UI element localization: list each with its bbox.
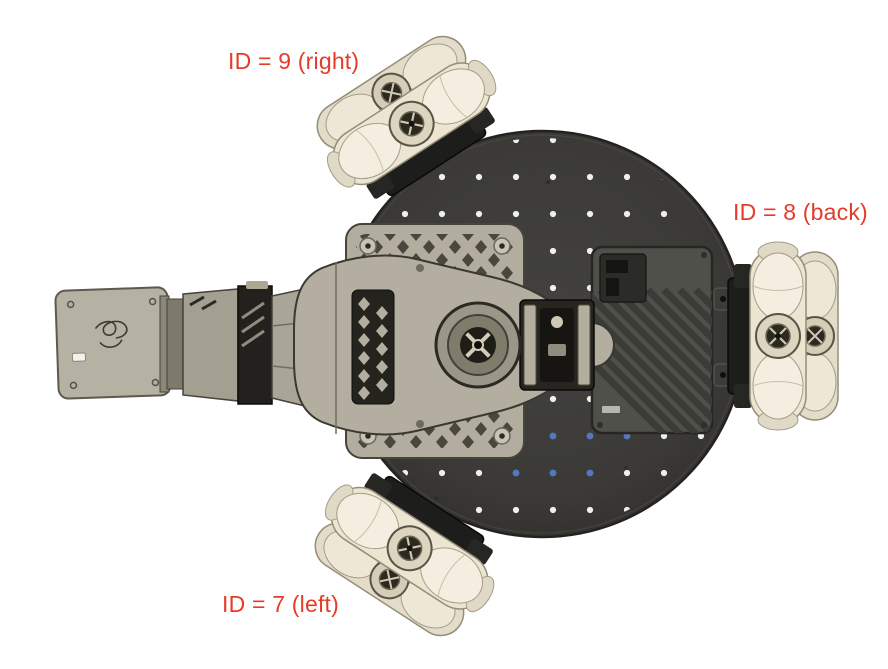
logo-squiggle — [94, 320, 128, 348]
omni-wheel-back-id8 — [726, 240, 840, 432]
gripper-block — [519, 299, 595, 391]
small-sticker — [602, 406, 620, 413]
end-effector-plate — [54, 286, 172, 400]
wrist-joint — [166, 298, 184, 390]
label-wheel-back: ID = 8 (back) — [733, 199, 868, 225]
arm-pivot-joint — [434, 301, 522, 389]
label-wheel-left: ID = 7 (left) — [222, 591, 339, 617]
electronics-box — [590, 245, 714, 435]
arm-rail-diamond-strip — [351, 289, 395, 405]
robot-arm — [54, 254, 615, 436]
label-wheel-right: ID = 9 (right) — [228, 48, 360, 74]
